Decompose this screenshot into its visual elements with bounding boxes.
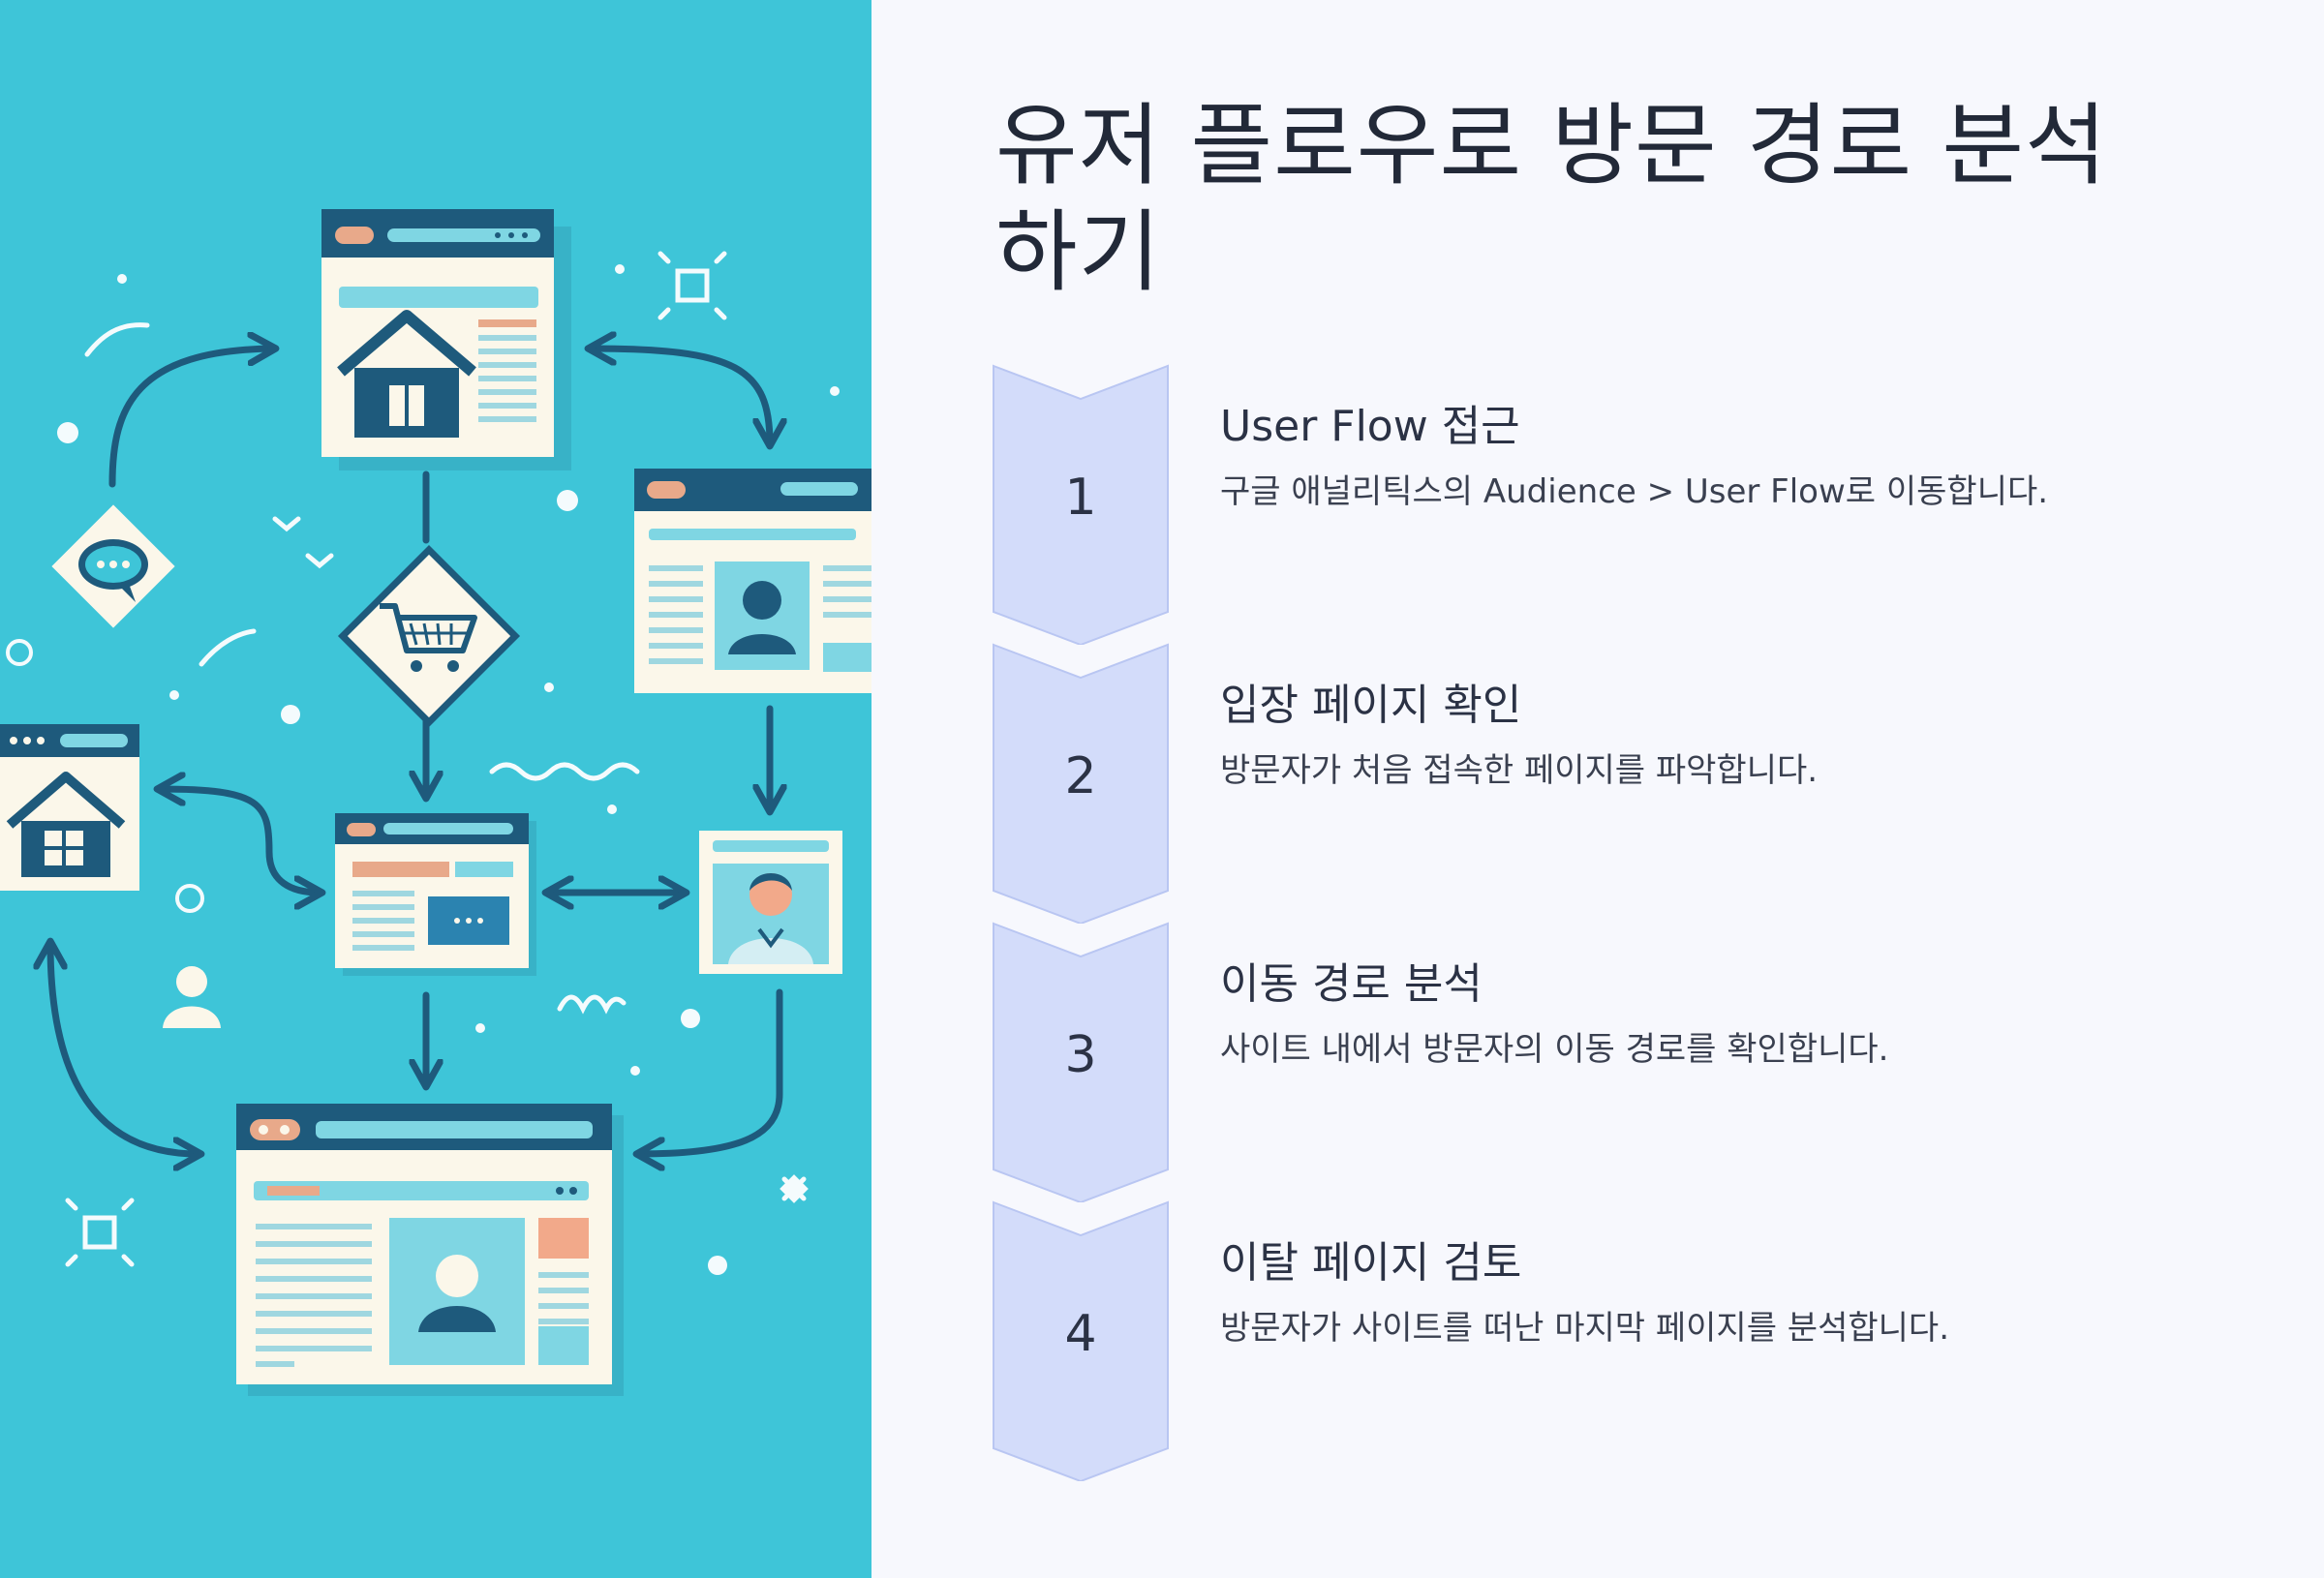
step-description: 구글 애널리틱스의 Audience > User Flow로 이동합니다. xyxy=(1220,472,2049,511)
step-item-3: 3 이동 경로 분석 사이트 내에서 방문자의 이동 경로를 확인합니다. xyxy=(992,922,2289,1202)
step-number: 3 xyxy=(1064,1026,1097,1084)
listing-page-icon xyxy=(335,813,536,976)
step-chevron-icon xyxy=(993,364,1169,645)
step-description: 사이트 내에서 방문자의 이동 경로를 확인합니다. xyxy=(1220,1030,1889,1069)
cart-icon xyxy=(337,544,521,728)
step-chevron-icon xyxy=(993,1200,1169,1481)
flow-illustration xyxy=(0,0,872,1578)
final-page-icon xyxy=(236,1104,624,1396)
step-chevron-icon xyxy=(993,643,1169,924)
step-description: 방문자가 사이트를 떠난 마지막 페이지를 분석합니다. xyxy=(1220,1309,1950,1348)
flow-diagram-svg xyxy=(0,209,872,1396)
step-item-2: 2 입장 페이지 확인 방문자가 처음 접속한 페이지를 파악합니다. xyxy=(992,643,2289,924)
page-title: 유저 플로우로 방문 경로 분석하기 xyxy=(995,94,2108,304)
step-number: 4 xyxy=(1064,1305,1097,1363)
profile-page-icon xyxy=(634,469,872,693)
flow-arrows xyxy=(50,349,780,1154)
step-chevron-icon xyxy=(993,922,1169,1202)
step-number: 1 xyxy=(1064,469,1097,527)
step-description: 방문자가 처음 접속한 페이지를 파악합니다. xyxy=(1220,751,1819,790)
chat-bubble-icon xyxy=(51,504,175,628)
home-page-icon xyxy=(321,209,571,470)
sparkle-icon xyxy=(65,251,809,1267)
content-panel: 유저 플로우로 방문 경로 분석하기 1 User Flow 접근 구글 애널리… xyxy=(992,0,2289,1578)
user-icon xyxy=(163,966,221,1028)
step-title: 이탈 페이지 검토 xyxy=(1220,1238,1522,1288)
step-item-4: 4 이탈 페이지 검토 방문자가 사이트를 떠난 마지막 페이지를 분석합니다. xyxy=(992,1200,2289,1481)
step-title: User Flow 접근 xyxy=(1220,402,1520,451)
user-profile-card-icon xyxy=(699,831,842,974)
step-item-1: 1 User Flow 접근 구글 애널리틱스의 Audience > User… xyxy=(992,364,2289,645)
step-number: 2 xyxy=(1064,747,1097,805)
step-title: 이동 경로 분석 xyxy=(1220,959,1483,1009)
home-card-icon xyxy=(0,724,139,891)
decorations xyxy=(6,264,840,1275)
step-title: 입장 페이지 확인 xyxy=(1220,681,1522,730)
